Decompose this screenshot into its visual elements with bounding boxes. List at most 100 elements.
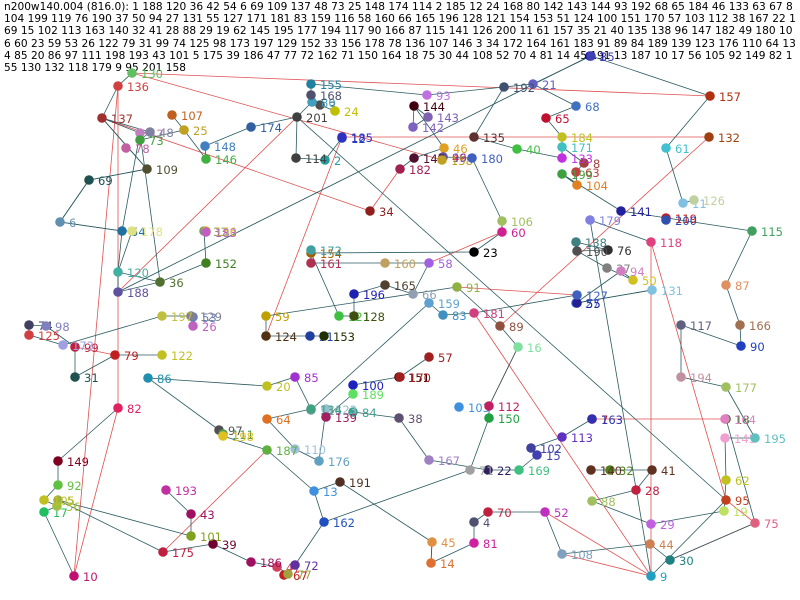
tree-edge bbox=[165, 489, 192, 515]
tree-edge bbox=[57, 499, 192, 537]
node-label-57: 57 bbox=[438, 351, 453, 365]
node-label-56: 56 bbox=[66, 500, 81, 514]
graph-node-160 bbox=[380, 258, 390, 268]
graph-node-195 bbox=[750, 433, 760, 443]
tree-edge bbox=[183, 129, 207, 160]
node-label-183: 183 bbox=[215, 226, 237, 240]
node-label-63: 63 bbox=[585, 166, 600, 180]
tour-edge bbox=[265, 136, 343, 337]
graph-node-43 bbox=[186, 509, 196, 519]
node-label-27: 27 bbox=[585, 297, 600, 311]
graph-node-100 bbox=[348, 380, 358, 390]
node-label-35: 35 bbox=[600, 50, 615, 64]
node-label-169: 169 bbox=[528, 464, 550, 478]
node-label-199: 199 bbox=[571, 168, 593, 182]
node-label-15: 15 bbox=[546, 449, 561, 463]
node-label-123: 123 bbox=[335, 403, 357, 417]
graph-node-38 bbox=[394, 413, 404, 423]
graph-node-189 bbox=[348, 389, 358, 399]
node-label-162: 162 bbox=[333, 516, 355, 530]
graph-node-74 bbox=[24, 320, 34, 330]
graph-node-120 bbox=[113, 267, 123, 277]
node-label-171: 171 bbox=[571, 141, 593, 155]
node-label-137: 137 bbox=[111, 112, 133, 126]
tree-edge bbox=[222, 435, 268, 451]
node-label-7: 7 bbox=[601, 413, 608, 427]
tour-edge bbox=[561, 553, 652, 577]
graph-node-188 bbox=[113, 287, 123, 297]
node-label-110: 110 bbox=[304, 443, 326, 457]
node-label-198: 198 bbox=[232, 430, 254, 444]
tour-edge bbox=[650, 241, 727, 501]
graph-node-118 bbox=[646, 237, 656, 247]
graph-node-89 bbox=[495, 321, 505, 331]
node-label-191: 191 bbox=[349, 476, 371, 490]
node-label-157: 157 bbox=[719, 90, 741, 104]
node-label-152: 152 bbox=[215, 257, 237, 271]
graph-node-115 bbox=[747, 226, 757, 236]
graph-node-31 bbox=[70, 372, 80, 382]
tree-edge bbox=[412, 262, 430, 295]
graph-node-171 bbox=[557, 142, 567, 152]
graph-node-128 bbox=[349, 311, 359, 321]
graph-node-71 bbox=[465, 465, 475, 475]
node-label-163: 163 bbox=[601, 413, 623, 427]
node-label-172: 172 bbox=[320, 244, 342, 258]
graph-node-192 bbox=[499, 82, 509, 92]
tree-edge bbox=[294, 376, 312, 410]
graph-node-57 bbox=[424, 352, 434, 362]
node-label-64: 64 bbox=[276, 413, 291, 427]
node-label-192: 192 bbox=[513, 81, 535, 95]
tree-edge bbox=[620, 210, 753, 232]
node-label-73: 73 bbox=[149, 134, 164, 148]
node-label-29: 29 bbox=[660, 518, 675, 532]
graph-node-69 bbox=[84, 175, 94, 185]
graph-node-126 bbox=[689, 195, 699, 205]
graph-node-129 bbox=[186, 311, 196, 321]
node-label-85: 85 bbox=[304, 371, 319, 385]
node-label-181: 181 bbox=[483, 307, 505, 321]
tour-edge bbox=[428, 231, 503, 264]
tree-edge bbox=[665, 147, 684, 204]
graph-node-131 bbox=[647, 285, 657, 295]
tree-edge bbox=[139, 132, 161, 283]
graph-node-86 bbox=[143, 373, 153, 383]
node-label-80: 80 bbox=[321, 96, 336, 110]
node-label-87: 87 bbox=[735, 279, 750, 293]
graph-node-122 bbox=[157, 350, 167, 360]
node-label-26: 26 bbox=[202, 320, 217, 334]
node-label-186: 186 bbox=[260, 556, 282, 570]
node-label-135: 135 bbox=[483, 131, 505, 145]
graph-node-147 bbox=[409, 153, 419, 163]
tree-edge bbox=[117, 55, 591, 293]
tour-edge bbox=[131, 72, 711, 97]
graph-node-186 bbox=[246, 557, 256, 567]
graph-node-185 bbox=[337, 132, 347, 142]
tree-edge bbox=[473, 86, 505, 138]
node-label-2: 2 bbox=[334, 154, 341, 168]
tree-edge bbox=[266, 418, 296, 450]
tree-edge bbox=[204, 126, 252, 147]
node-label-107: 107 bbox=[181, 109, 203, 123]
node-label-92: 92 bbox=[67, 479, 82, 493]
tree-edge bbox=[323, 469, 471, 523]
graph-node-50 bbox=[628, 275, 638, 285]
node-label-149: 149 bbox=[67, 455, 89, 469]
node-label-88: 88 bbox=[601, 495, 616, 509]
tree-edge bbox=[561, 543, 651, 555]
tree-edge bbox=[469, 417, 490, 471]
graph-node-55 bbox=[572, 298, 582, 308]
graph-node-174 bbox=[246, 122, 256, 132]
node-label-112: 112 bbox=[498, 400, 520, 414]
graph-node-138 bbox=[571, 237, 581, 247]
graph-node-200 bbox=[661, 215, 671, 225]
tree-edge bbox=[57, 407, 119, 462]
node-label-145: 145 bbox=[734, 432, 756, 446]
tree-edge bbox=[532, 83, 577, 107]
graph-node-84 bbox=[348, 407, 358, 417]
graph-node-62 bbox=[721, 475, 731, 485]
graph-node-165 bbox=[380, 280, 390, 290]
graph-node-98 bbox=[41, 321, 51, 331]
graph-node-181 bbox=[469, 308, 479, 318]
tree-edge bbox=[310, 251, 475, 254]
